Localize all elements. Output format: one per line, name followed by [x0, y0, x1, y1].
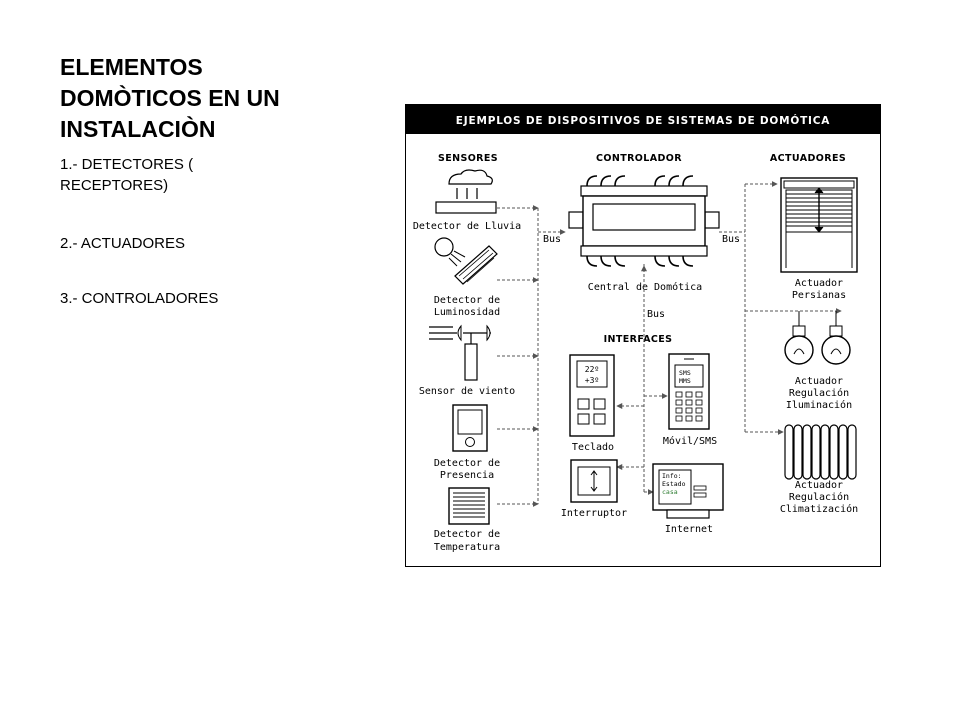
- label-detector-lluvia: Detector de Lluvia: [413, 221, 521, 232]
- bullet-item: 1.- DETECTORES ( RECEPTORES): [60, 156, 194, 194]
- computer-display-line2: Estado: [662, 480, 686, 488]
- label-actuador-persianas-2: Persianas: [792, 290, 846, 301]
- label-sensor-viento: Sensor de viento: [419, 386, 515, 397]
- label-central-domotica: Central de Domótica: [588, 281, 702, 293]
- header-controlador: CONTROLADOR: [596, 153, 682, 164]
- computer-icon: [652, 463, 724, 519]
- temperature-sensor-icon: [448, 487, 490, 525]
- label-bus-left: Bus: [543, 234, 561, 245]
- central-controller-icon: [568, 175, 720, 267]
- bullet-item: 2.- ACTUADORES: [60, 235, 186, 252]
- bullet-item: 3.- CONTROLADORES: [60, 290, 219, 307]
- diagram-title: EJEMPLOS DE DISPOSITIVOS DE SISTEMAS DE …: [456, 114, 830, 127]
- sensor-connectors: [497, 205, 566, 507]
- rain-sensor-icon: [435, 169, 497, 214]
- label-detector-presencia-2: Presencia: [440, 470, 494, 481]
- actuator-connectors: [719, 181, 842, 435]
- keypad-display-line2: +3º: [585, 376, 599, 385]
- switch-icon: [570, 459, 618, 503]
- label-actuador-iluminacion-3: Iluminación: [786, 399, 852, 411]
- bulb-icon: [784, 311, 814, 365]
- diagram-svg: EJEMPLOS DE DISPOSITIVOS DE SISTEMAS DE …: [405, 104, 881, 567]
- keypad-display-line1: 22º: [585, 365, 599, 374]
- header-interfaces: INTERFACES: [604, 334, 673, 345]
- domotics-diagram: EJEMPLOS DE DISPOSITIVOS DE SISTEMAS DE …: [405, 104, 881, 567]
- slide-title-line: DOMÒTICOS EN UN: [60, 85, 280, 111]
- computer-display-line3: casa: [662, 488, 678, 496]
- mobile-phone-icon: [668, 353, 710, 430]
- label-actuador-climatizacion-2: Regulación: [789, 491, 849, 503]
- slide-title-line: INSTALACIÒN: [60, 116, 216, 142]
- label-actuador-climatizacion-1: Actuador: [795, 480, 843, 491]
- keypad-icon: [569, 354, 615, 437]
- bulb-icon: [821, 311, 851, 365]
- label-bus-down: Bus: [647, 309, 665, 320]
- label-detector-luminosidad-2: Luminosidad: [434, 307, 500, 318]
- label-interruptor: Interruptor: [561, 508, 627, 519]
- label-bus-right: Bus: [722, 234, 740, 245]
- label-detector-presencia-1: Detector de: [434, 458, 500, 469]
- header-sensores: SENSORES: [438, 153, 498, 164]
- diagram-title-bar: [405, 104, 881, 134]
- label-movil-sms: Móvil/SMS: [663, 435, 717, 447]
- label-internet: Internet: [665, 524, 713, 535]
- label-actuador-iluminacion-1: Actuador: [795, 376, 843, 387]
- mobile-display-line2: MMS: [679, 377, 691, 385]
- interface-connectors: [616, 264, 668, 495]
- label-actuador-persianas-1: Actuador: [795, 278, 843, 289]
- label-detector-temperatura-1: Detector de: [434, 529, 500, 540]
- computer-display-line1: Info:: [662, 472, 682, 480]
- slide-title: ELEMENTOS DOMÒTICOS EN UN INSTALACIÒN: [60, 52, 360, 145]
- header-actuadores: ACTUADORES: [770, 153, 846, 164]
- mobile-display-line1: SMS: [679, 369, 691, 377]
- light-sensor-icon: [434, 237, 498, 285]
- wind-sensor-icon: [429, 324, 491, 381]
- radiator-icon: [784, 424, 857, 480]
- presence-sensor-icon: [452, 404, 488, 452]
- label-actuador-iluminacion-2: Regulación: [789, 387, 849, 399]
- slide-title-line: ELEMENTOS: [60, 54, 203, 80]
- label-actuador-climatizacion-3: Climatización: [780, 503, 858, 515]
- blinds-actuator-icon: [780, 177, 858, 273]
- label-detector-temperatura-2: Temperatura: [434, 542, 500, 553]
- label-teclado: Teclado: [572, 442, 614, 453]
- label-detector-luminosidad-1: Detector de: [434, 295, 500, 306]
